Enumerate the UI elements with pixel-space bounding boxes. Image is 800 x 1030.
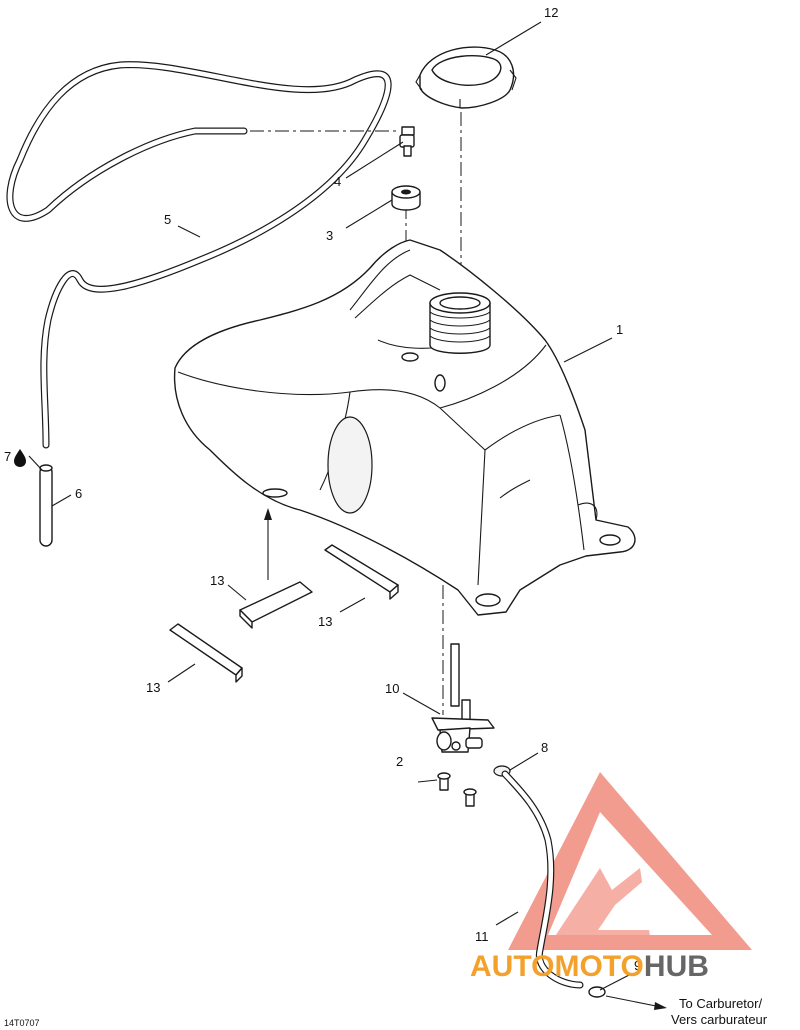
grommet-3 [391, 185, 421, 211]
callout-13c: 13 [146, 680, 160, 695]
vent-tube-6 [39, 464, 53, 547]
callout-3: 3 [326, 228, 333, 243]
callout-2: 2 [396, 754, 403, 769]
fuel-valve-10 [431, 643, 495, 753]
callout-4: 4 [334, 174, 341, 189]
callout-12: 12 [544, 5, 558, 20]
watermark-moto: MOTO [554, 950, 643, 983]
callout-13b: 13 [318, 614, 332, 629]
fuel-cap-12 [415, 46, 517, 109]
watermark-auto: AUTO [470, 950, 554, 983]
callout-5: 5 [164, 212, 171, 227]
callout-8: 8 [541, 740, 548, 755]
vent-fitting-4 [399, 126, 415, 157]
watermark-text: AUTOMOTOHUB [470, 950, 709, 983]
fuel-tank-1 [173, 239, 636, 616]
callout-1: 1 [616, 322, 623, 337]
rubber-pads-13 [169, 544, 399, 683]
fluid-drop-icon [14, 449, 26, 467]
install-arrow [264, 508, 272, 580]
leader-lines [28, 21, 632, 991]
callout-10: 10 [385, 681, 399, 696]
destination-line-1: To Carburetor/ [679, 996, 762, 1011]
reference-code: 14T0707 [4, 1018, 40, 1028]
callout-9: 9 [634, 958, 641, 973]
watermark-logo [508, 772, 752, 950]
screws-2 [437, 772, 477, 807]
callout-11: 11 [475, 929, 489, 944]
callout-7: 7 [4, 449, 11, 464]
vent-hose-5 [6, 61, 392, 449]
destination-line-2: Vers carburateur [671, 1012, 768, 1027]
watermark-hub: HUB [644, 950, 709, 983]
filler-neck [429, 292, 491, 354]
to-carburetor-arrow [605, 995, 667, 1010]
callout-13a: 13 [210, 573, 224, 588]
fuel-hose-11 [501, 770, 584, 989]
callout-6: 6 [75, 486, 82, 501]
